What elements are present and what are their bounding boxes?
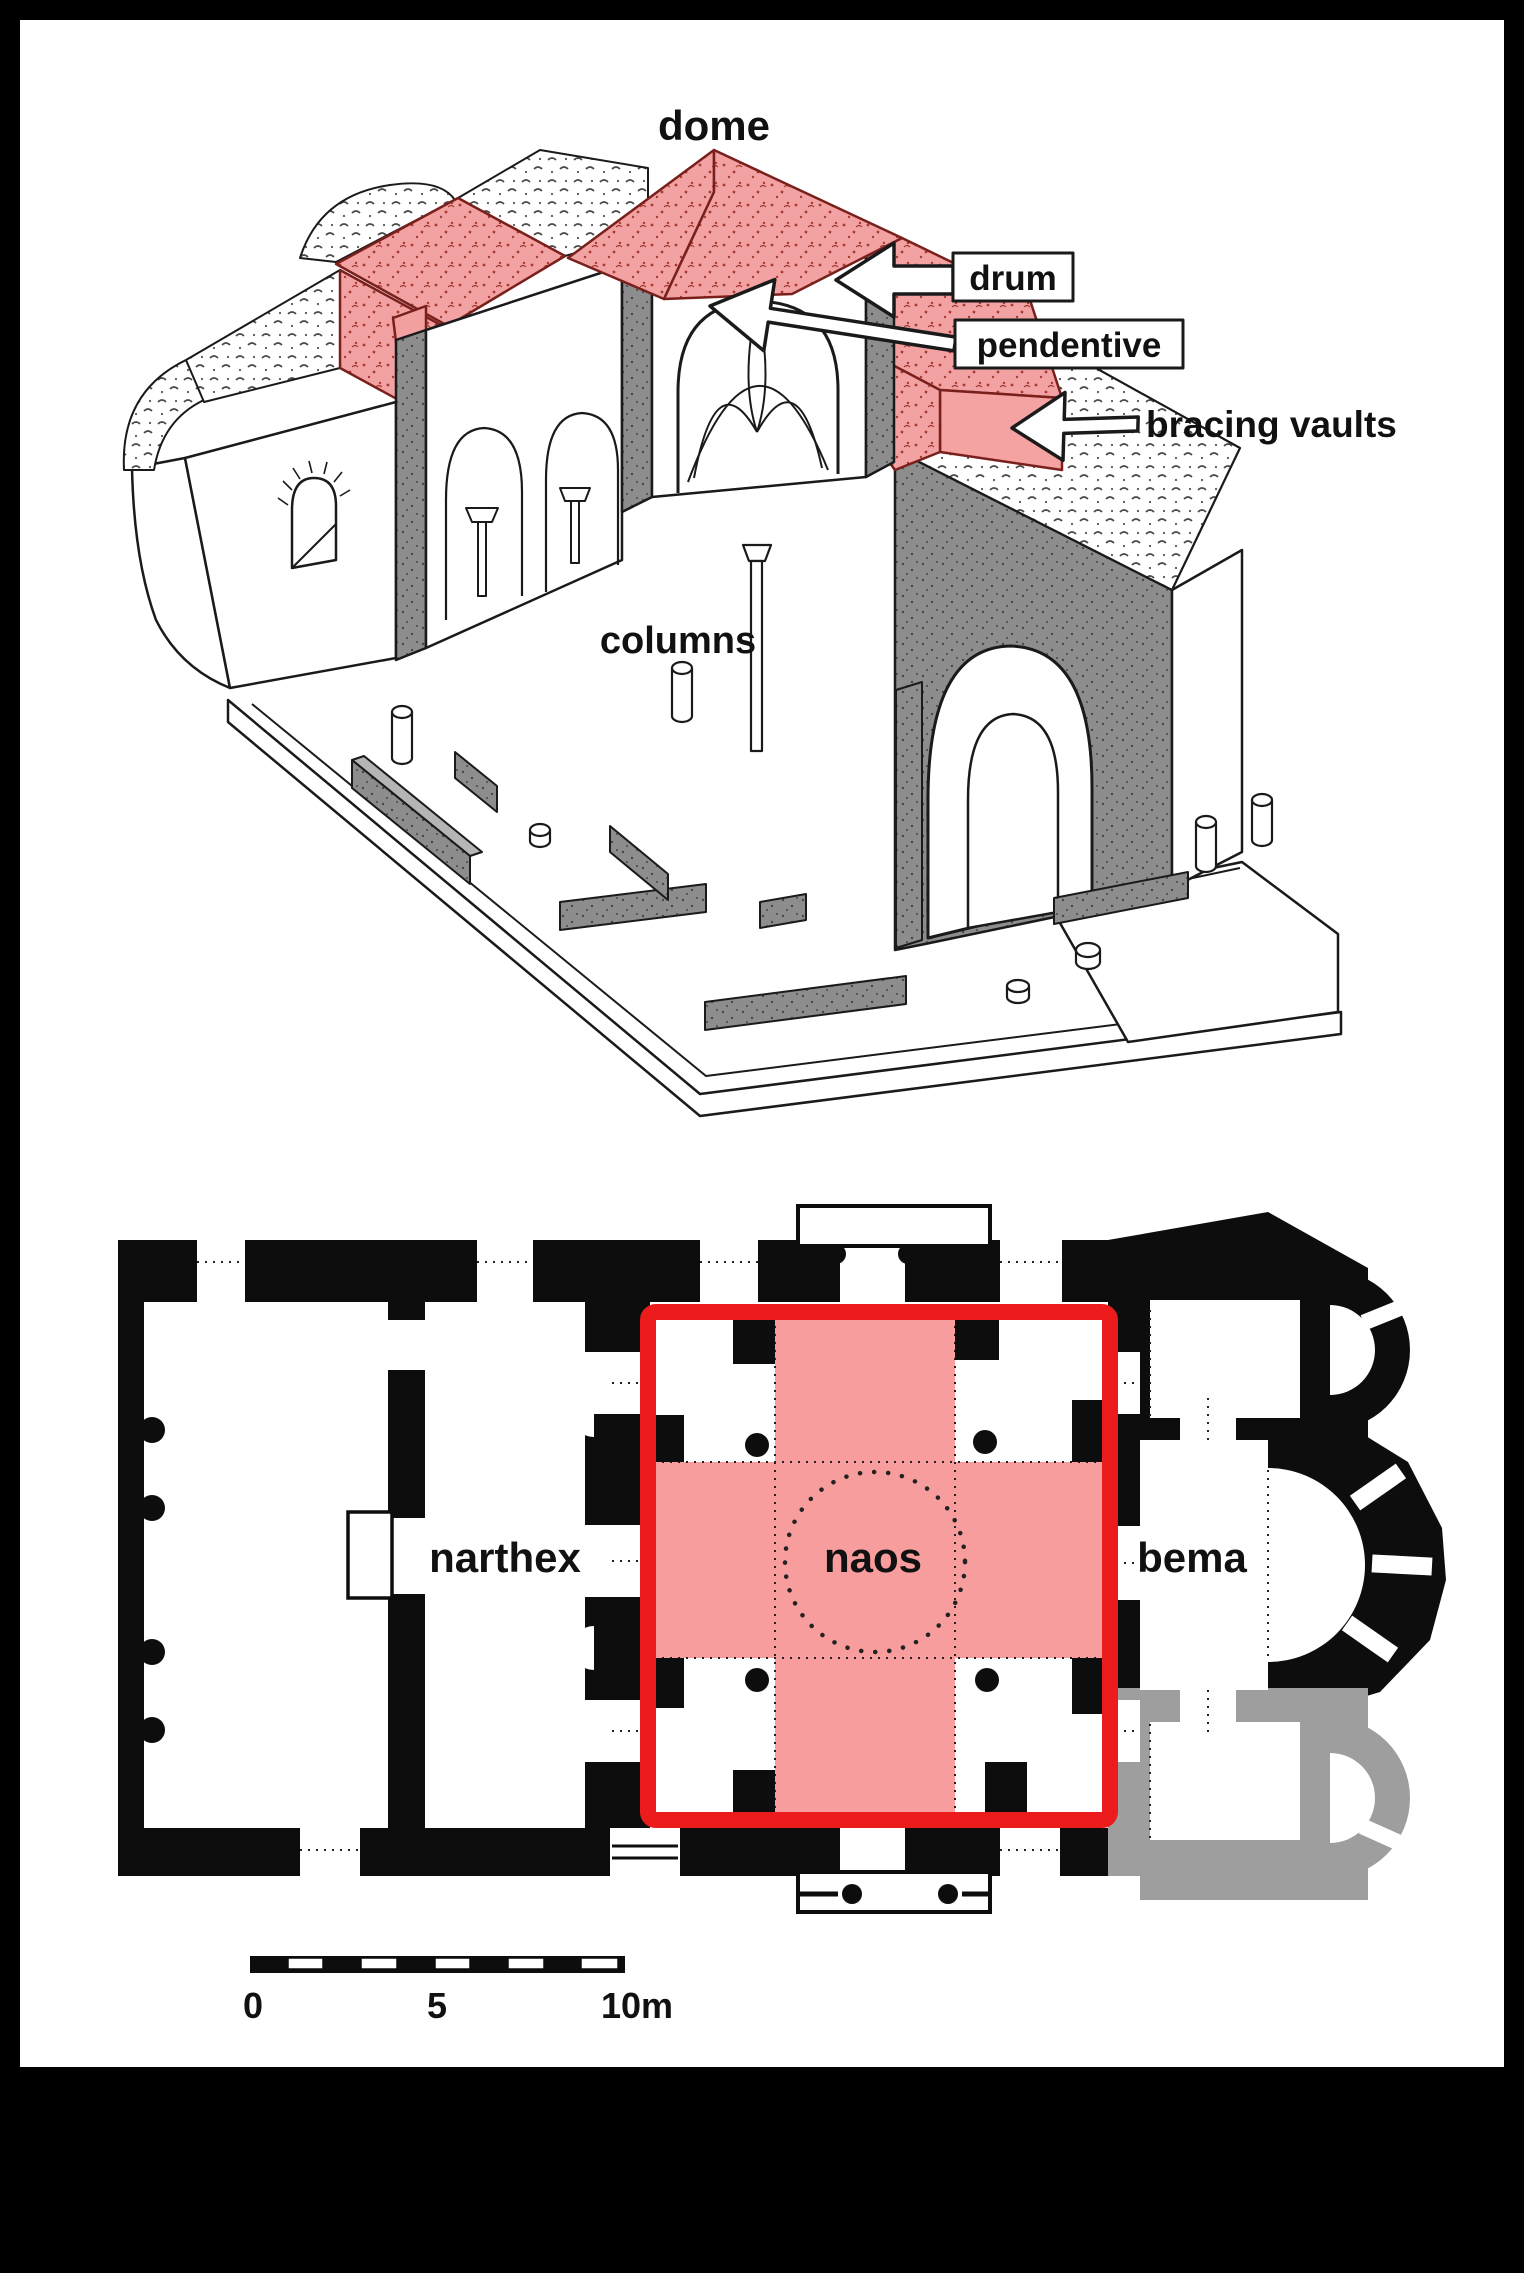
naos-cross-horizontal xyxy=(654,1462,1104,1658)
east-gable-wall xyxy=(1170,548,1244,890)
naos-piers xyxy=(650,1318,1108,1816)
scale-ten-label: 10m xyxy=(601,1985,673,2026)
bema-label: bema xyxy=(1137,1534,1247,1581)
pendentive-label-box xyxy=(953,318,1185,370)
naos-highlight xyxy=(654,1318,1104,1816)
west-window xyxy=(290,476,338,570)
main-apse-inner xyxy=(1268,1468,1365,1662)
narthex-niches xyxy=(572,1393,594,1670)
naos-label: naos xyxy=(824,1534,922,1581)
column-stubs xyxy=(390,660,1274,1005)
aisle-arch-2 xyxy=(544,411,620,592)
naos-columns xyxy=(745,1430,999,1692)
column-capital xyxy=(741,543,773,563)
south-apse-window xyxy=(1358,1818,1410,1854)
drum-dome xyxy=(566,148,904,753)
plan-rooms xyxy=(144,1240,1433,1876)
south-chapel-room xyxy=(1150,1722,1300,1840)
nw-arm-roof-highlight xyxy=(334,196,567,328)
bema-room xyxy=(1140,1440,1268,1690)
pendentive-label: pendentive xyxy=(977,326,1162,365)
naos-highlight-outline xyxy=(640,1304,1118,1828)
scale-bar: 0 5 10m xyxy=(243,1956,673,2026)
ne-apse-inner xyxy=(1330,1305,1375,1395)
drum-label-box xyxy=(951,251,1075,303)
floor-wall-stubs xyxy=(351,751,1189,1031)
south-apse-inner xyxy=(1330,1753,1375,1843)
narthex-label: narthex xyxy=(429,1534,581,1581)
south-porch xyxy=(612,1844,992,1914)
window-hatches xyxy=(277,460,351,506)
drum-label: drum xyxy=(969,259,1057,298)
west-block xyxy=(122,149,649,690)
columns-label: columns xyxy=(600,620,756,662)
floor-plan: narthex naos bema xyxy=(118,1204,1446,1914)
column-shaft xyxy=(749,559,764,753)
drum-roof xyxy=(566,148,904,301)
nw-corner-vault-roof xyxy=(299,182,456,263)
aisle-arch-1 xyxy=(444,426,524,620)
north-porch xyxy=(796,1204,992,1264)
cut-strip-west xyxy=(394,328,428,662)
west-wall xyxy=(118,1240,144,1876)
scale-bar-segments xyxy=(287,1957,619,1970)
bracing-vaults-label: bracing vaults xyxy=(1146,404,1397,445)
interior-west-wall xyxy=(394,264,624,662)
west-apse-wall xyxy=(130,456,232,690)
narthex-room xyxy=(425,1302,585,1828)
south-chapel-ruins xyxy=(1108,1688,1410,1900)
west-door-porch xyxy=(346,1510,394,1600)
dome-label: dome xyxy=(658,102,770,149)
scale-zero-label: 0 xyxy=(243,1985,263,2026)
bracing-vaults-arrow xyxy=(1010,390,1140,463)
bay-lines xyxy=(197,1261,1269,1851)
bema-arch-recess xyxy=(966,712,1060,930)
west-room-columns xyxy=(139,1417,165,1743)
axonometric-drawing: dome drum pendentive bracing vaults colu… xyxy=(122,102,1397,1118)
south-door-steps xyxy=(612,1844,678,1860)
dome-circle xyxy=(782,1469,968,1655)
wall-stub-under-arch xyxy=(895,681,923,949)
scale-five-label: 5 xyxy=(427,1985,447,2026)
